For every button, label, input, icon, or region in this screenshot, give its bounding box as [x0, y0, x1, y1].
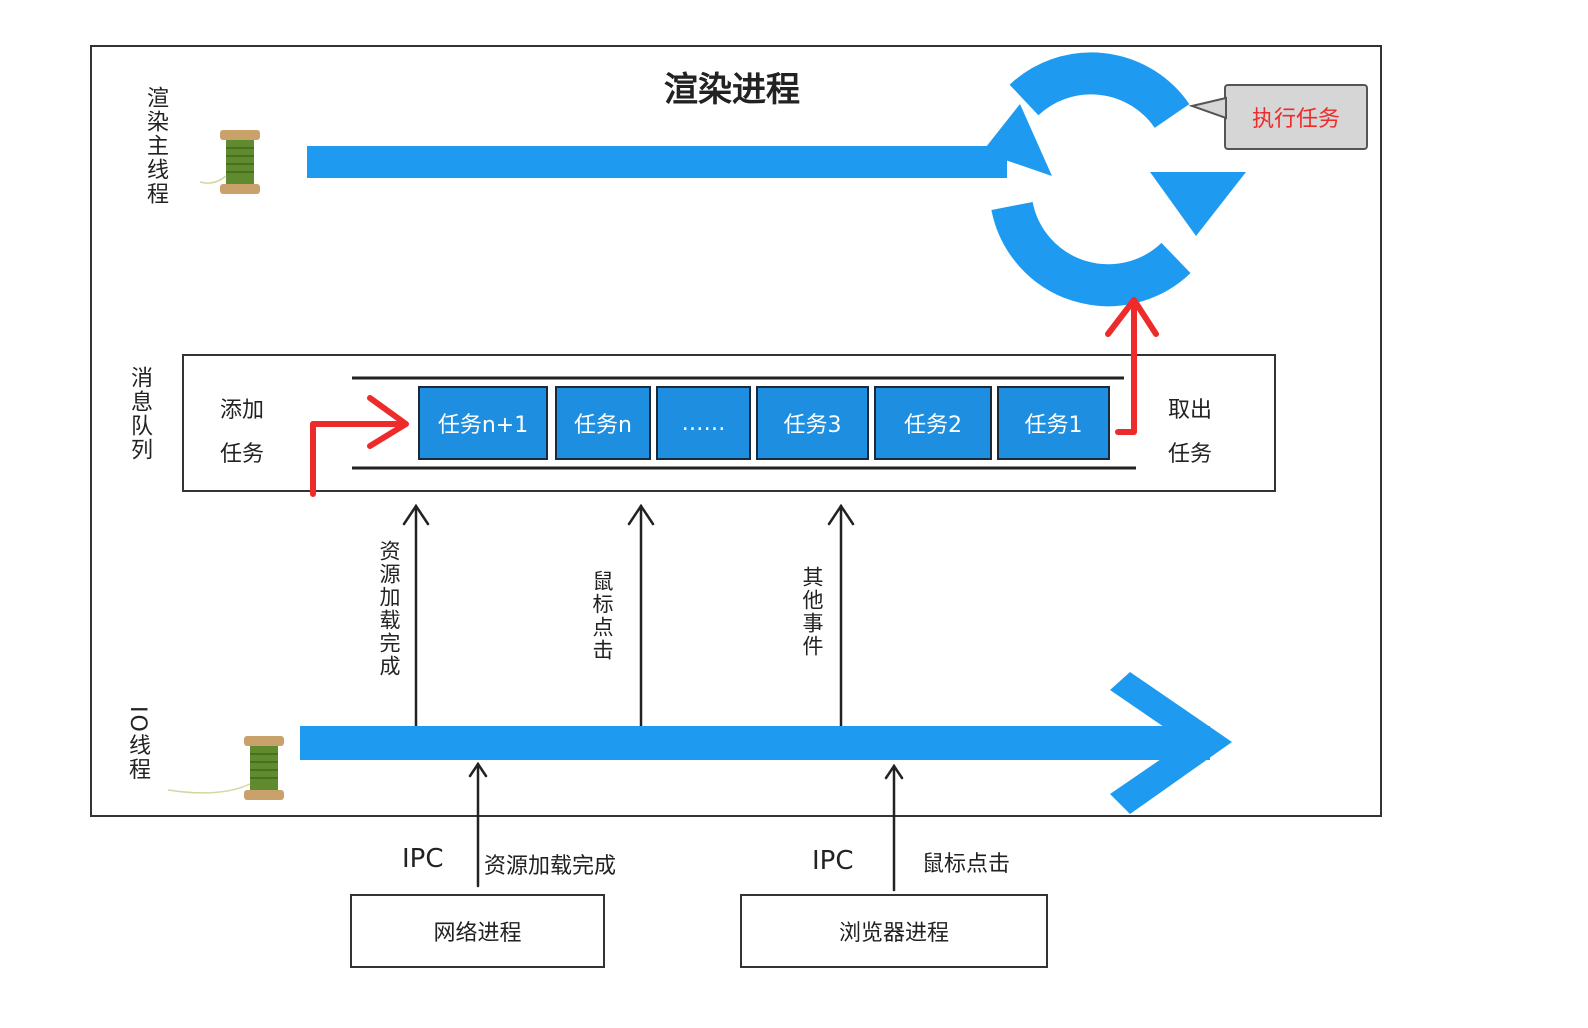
ipc-text-browser: 鼠标点击: [922, 852, 1011, 877]
message-queue-label: 消息队列: [127, 366, 152, 462]
ipc-label-network: IPC: [402, 844, 444, 874]
ipc-arrows: [468, 761, 904, 892]
main-thread-label: 渲染主线程: [143, 86, 168, 206]
browser-process-box: 浏览器进程: [740, 894, 1048, 968]
browser-process-label: 浏览器进程: [838, 921, 949, 946]
ipc-label-browser: IPC: [812, 846, 854, 876]
take-task-label-1: 取出: [1168, 398, 1213, 423]
take-task-arrow: [1105, 297, 1159, 435]
loop-arrow-left: [982, 104, 1052, 176]
network-process-label: 网络进程: [433, 921, 522, 946]
event-arrows: [402, 503, 855, 728]
event-mouse-label: 鼠标点击: [590, 570, 614, 662]
task-item: 任务2: [874, 386, 992, 460]
add-task-label-2: 任务: [220, 442, 265, 467]
spool-icon: [199, 130, 260, 194]
renderer-process-frame: [90, 45, 1382, 817]
network-process-box: 网络进程: [350, 894, 605, 968]
main-thread-bar: [307, 146, 1007, 178]
io-thread-label: IO线程: [125, 706, 150, 782]
task-item: 任务n+1: [418, 386, 548, 460]
event-other-label: 其他事件: [800, 566, 824, 658]
take-task-label-2: 任务: [1168, 442, 1213, 467]
spool-icon: [167, 736, 284, 800]
page-title: 渲染进程: [664, 70, 800, 110]
task-item: 任务1: [997, 386, 1110, 460]
task-item: 任务n: [555, 386, 651, 460]
ipc-text-network: 资源加载完成: [484, 854, 617, 879]
add-task-label-1: 添加: [220, 398, 265, 423]
task-item: 任务3: [756, 386, 869, 460]
loop-icon: [991, 52, 1191, 307]
loop-arrow-right: [1150, 172, 1246, 236]
message-queue-box: [182, 354, 1276, 492]
task-item: ……: [656, 386, 751, 460]
bubble-tail: [1188, 96, 1227, 120]
event-resource-label: 资源加载完成: [377, 540, 401, 678]
add-task-arrow: [310, 395, 409, 497]
io-thread-arrowhead: [1110, 672, 1232, 814]
io-thread-bar: [300, 726, 1210, 760]
